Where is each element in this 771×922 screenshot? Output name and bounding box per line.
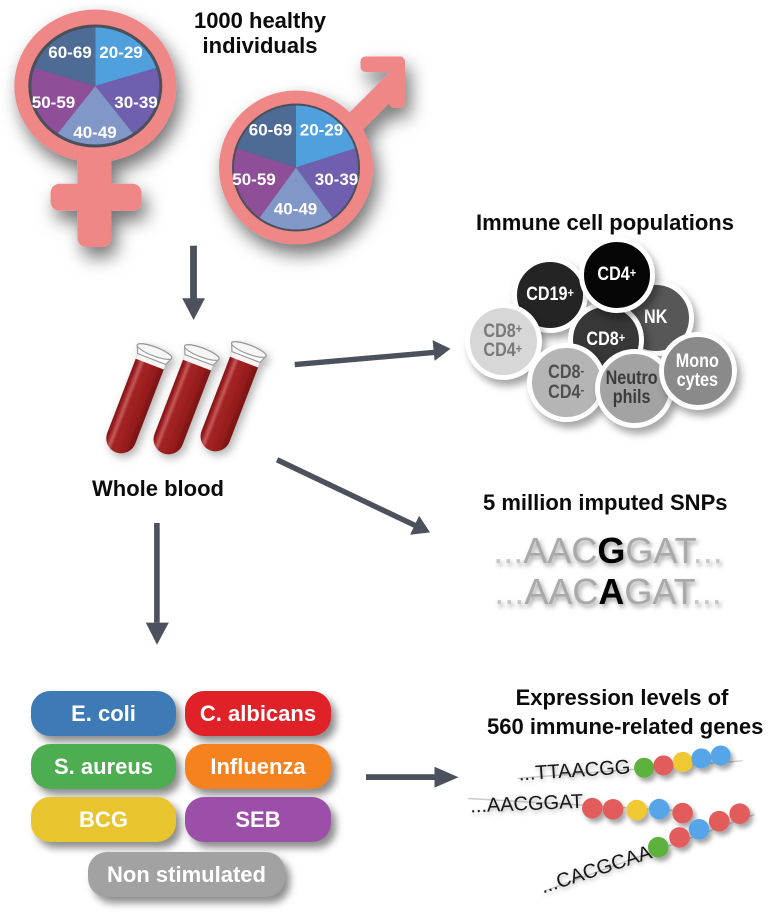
svg-text:30-39: 30-39 (114, 93, 157, 112)
svg-text:40-49: 40-49 (274, 200, 317, 219)
svg-text:20-29: 20-29 (300, 120, 343, 139)
svg-text:...AACGGAT: ...AACGGAT (470, 791, 584, 818)
svg-text:60-69: 60-69 (249, 120, 292, 139)
svg-text:50-59: 50-59 (232, 170, 275, 189)
svg-text:40-49: 40-49 (73, 123, 116, 142)
svg-text:60-69: 60-69 (48, 43, 91, 62)
svg-text:...TTAACGG: ...TTAACGG (518, 756, 631, 785)
svg-text:30-39: 30-39 (315, 170, 358, 189)
svg-text:20-29: 20-29 (99, 43, 142, 62)
svg-text:50-59: 50-59 (32, 93, 75, 112)
svg-text:...CACGCAA: ...CACGCAA (538, 841, 655, 898)
